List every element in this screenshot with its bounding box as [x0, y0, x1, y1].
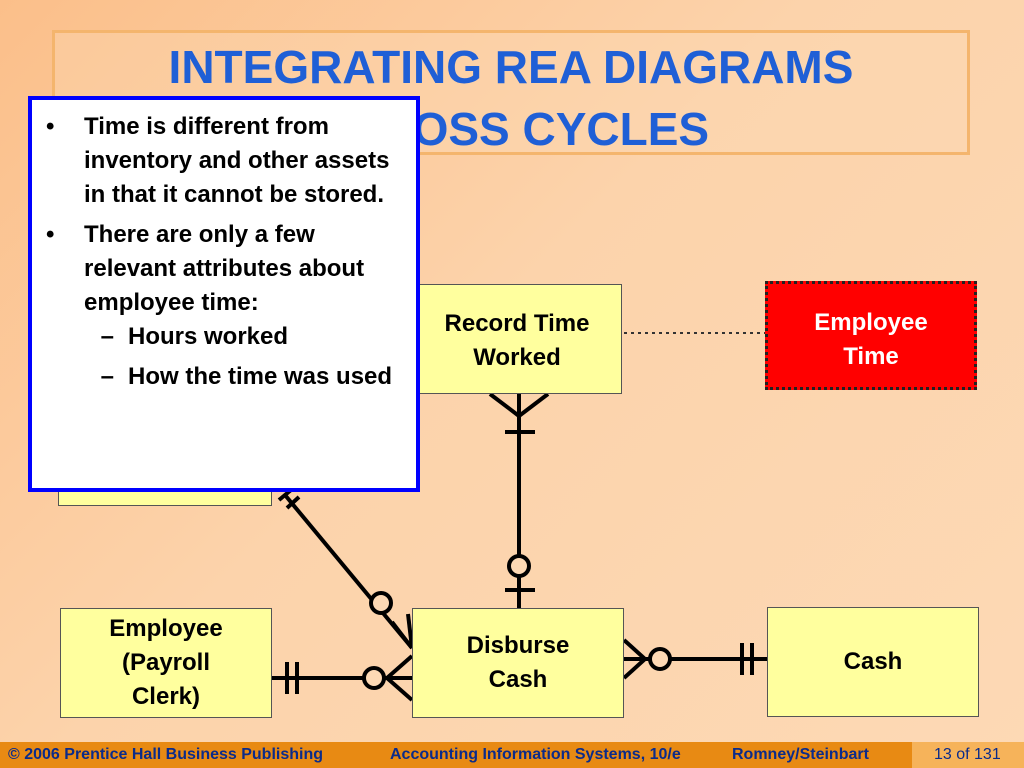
connector-record-time-disburse-cash	[488, 392, 550, 608]
bullet-mark: •	[46, 221, 55, 248]
entity-cash: Cash	[767, 607, 979, 717]
entity-employee-time-label: Employee Time	[814, 309, 928, 370]
footer-book-title: Accounting Information Systems, 10/e	[390, 746, 681, 763]
entity-disburse-cash-label: Disburse Cash	[466, 632, 570, 693]
slide-title-line-1: INTEGRATING REA DIAGRAMS	[168, 41, 854, 93]
callout-bullet: • Time is different from inventory and o…	[46, 110, 406, 212]
callout-sub-bullet: – How the time was used	[84, 360, 406, 394]
callout-bullet-text: Time is different from inventory and oth…	[84, 113, 390, 208]
callout-bullet-list: • Time is different from inventory and o…	[46, 110, 406, 394]
footer-page-box: 13 of 131	[912, 742, 1024, 768]
callout-sub-bullet-text: Hours worked	[128, 323, 289, 350]
entity-employee-payroll-clerk: Employee (Payroll Clerk)	[60, 608, 272, 718]
callout-sub-bullet-text: How the time was used	[128, 363, 393, 390]
callout-bullet-text: There are only a few relevant attributes…	[84, 221, 365, 316]
explanation-callout: • Time is different from inventory and o…	[28, 96, 420, 492]
footer-authors: Romney/Steinbart	[732, 746, 869, 763]
connector-employee-disburse-cash	[272, 654, 414, 702]
bullet-mark: •	[46, 113, 55, 140]
entity-record-time-worked: Record Time Worked	[412, 284, 622, 394]
callout-sub-list: – Hours worked – How the time was used	[84, 320, 406, 394]
footer-bar: © 2006 Prentice Hall Business Publishing…	[0, 742, 1024, 768]
footer-copyright: © 2006 Prentice Hall Business Publishing	[8, 746, 324, 763]
dash-mark: –	[100, 363, 114, 390]
connector-disburse-cash-cash	[622, 638, 767, 680]
dash-mark: –	[100, 323, 114, 350]
callout-bullet: • There are only a few relevant attribut…	[46, 218, 406, 394]
entity-record-time-worked-label: Record Time Worked	[444, 310, 590, 371]
entity-employee-payroll-clerk-label: Employee (Payroll Clerk)	[109, 615, 223, 710]
entity-cash-label: Cash	[843, 648, 903, 675]
callout-sub-bullet: – Hours worked	[84, 320, 406, 354]
footer-page-number: 13 of 131	[934, 746, 1001, 763]
connector-hidden-entity-disburse-cash	[277, 488, 414, 650]
entity-disburse-cash: Disburse Cash	[412, 608, 624, 718]
entity-employee-time: Employee Time	[765, 281, 977, 390]
